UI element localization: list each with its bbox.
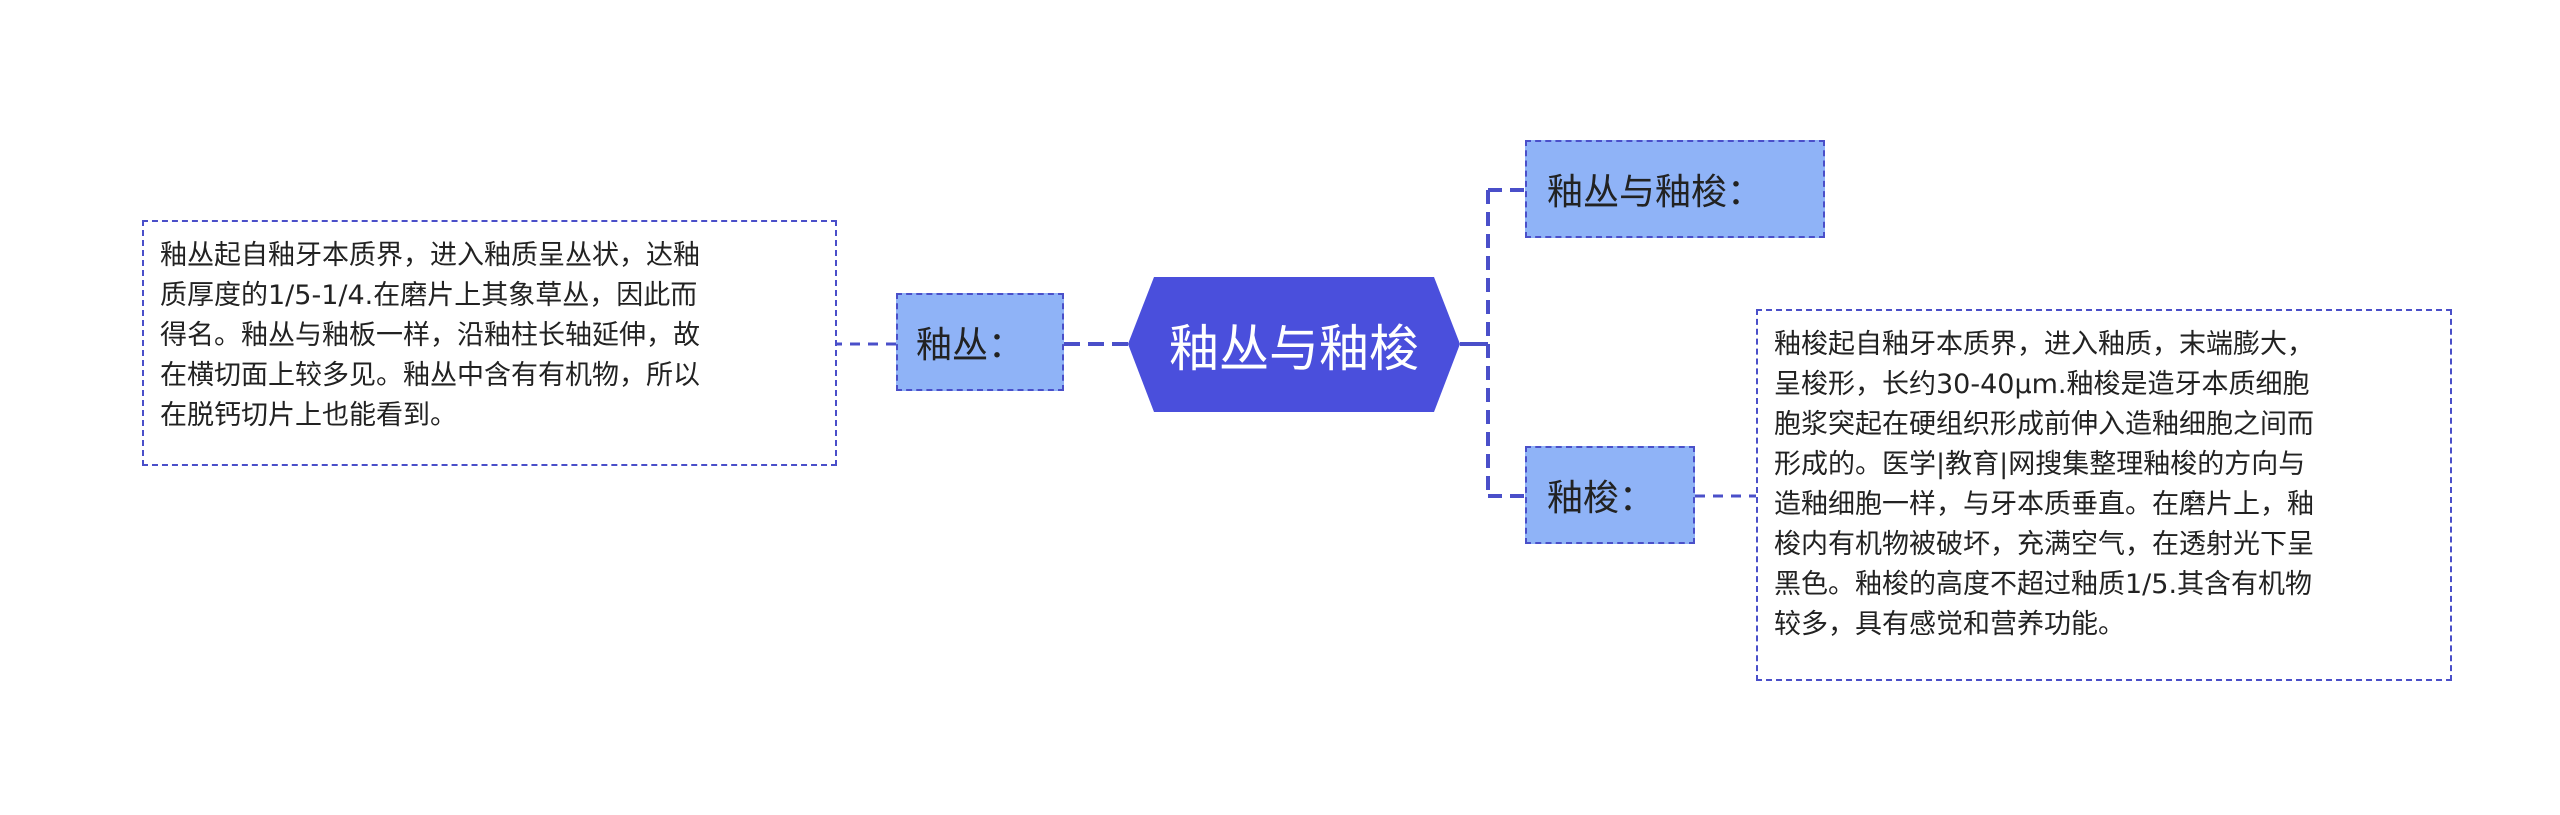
leaf-text-line: 呈梭形，长约30-40μm.釉梭是造牙本质细胞	[1774, 369, 2310, 400]
branch-node-enamel-spindle[interactable]: 釉梭：	[1525, 446, 1695, 544]
leaf-text-line: 釉梭起自釉牙本质界，进入釉质，末端膨大，	[1774, 329, 2314, 360]
leaf-text-line: 黑色。釉梭的高度不超过釉质1/5.其含有机物	[1774, 569, 2313, 600]
leaf-text-line: 较多，具有感觉和营养功能。	[1774, 609, 2125, 640]
leaf-text-line: 质厚度的1/5-1/4.在磨片上其象草丛，因此而	[160, 280, 698, 311]
leaf-text-line: 釉丛起自釉牙本质界，进入釉质呈丛状，达釉	[160, 240, 700, 271]
leaf-text-line: 造釉细胞一样，与牙本质垂直。在磨片上，釉	[1774, 489, 2314, 520]
branch-label: 釉丛：	[916, 325, 1025, 366]
leaf-text-line: 形成的。医学|教育|网搜集整理釉梭的方向与	[1774, 449, 2306, 480]
central-hexagon-shape	[1128, 277, 1460, 412]
branch-label: 釉丛与釉梭：	[1547, 172, 1764, 213]
leaf-text-line: 梭内有机物被破坏，充满空气，在透射光下呈	[1774, 529, 2314, 560]
central-topic-label: 釉丛与釉梭	[1169, 319, 1419, 378]
branch-label: 釉梭：	[1547, 478, 1656, 519]
leaf-text-line: 在脱钙切片上也能看到。	[160, 400, 457, 431]
leaf-text-line: 得名。釉丛与釉板一样，沿釉柱长轴延伸，故	[160, 320, 700, 351]
branch-node-enamel-tuft[interactable]: 釉丛：	[896, 293, 1064, 391]
leaf-node-enamel-spindle-description[interactable]: 釉梭起自釉牙本质界，进入釉质，末端膨大， 呈梭形，长约30-40μm.釉梭是造牙…	[1756, 309, 2452, 681]
branch-node-enamel-tuft-and-spindle[interactable]: 釉丛与釉梭：	[1525, 140, 1825, 238]
leaf-text-line: 在横切面上较多见。釉丛中含有有机物，所以	[160, 360, 700, 391]
central-topic[interactable]: 釉丛与釉梭	[1128, 277, 1460, 412]
leaf-text-line: 胞浆突起在硬组织形成前伸入造釉细胞之间而	[1774, 409, 2314, 440]
leaf-node-enamel-tuft-description[interactable]: 釉丛起自釉牙本质界，进入釉质呈丛状，达釉 质厚度的1/5-1/4.在磨片上其象草…	[142, 220, 837, 466]
